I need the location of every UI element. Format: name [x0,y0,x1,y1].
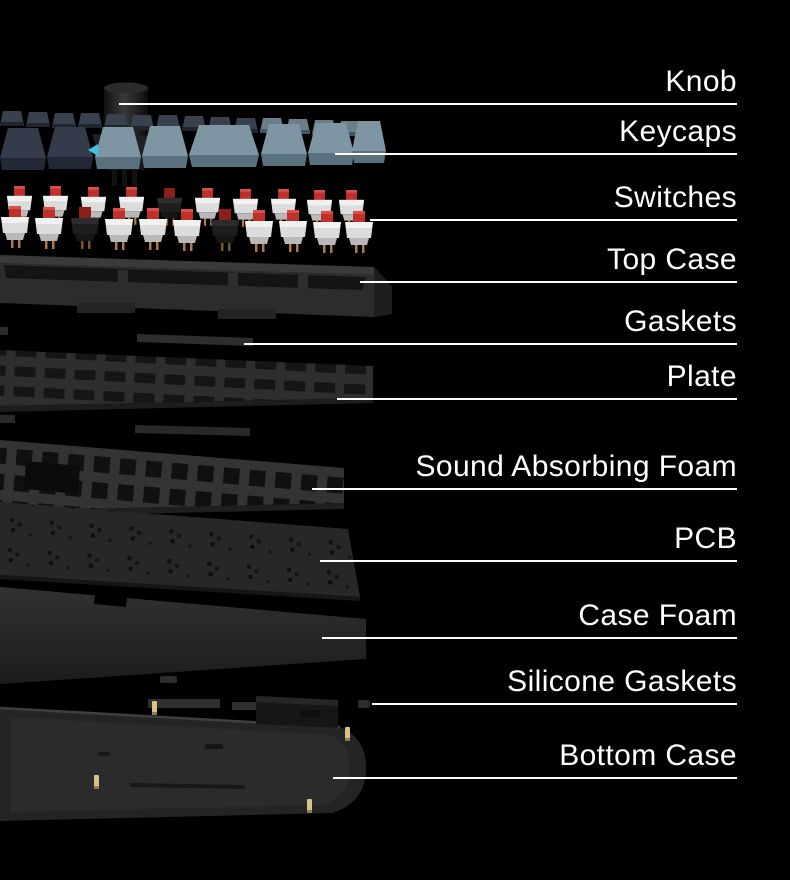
label-plate: Plate [666,360,737,393]
pcb-part [0,502,360,601]
top-case-part [0,255,392,319]
gold-pin [345,727,350,741]
case-foam-part [0,587,366,684]
label-knob: Knob [665,65,737,98]
leader-line-keycaps [335,153,737,155]
sound-absorbing-foam-part [0,440,344,517]
keycaps-part [0,111,386,170]
label-bottom-case: Bottom Case [559,739,737,772]
leader-line-case-foam [322,637,737,639]
plate-part [0,350,373,412]
leader-line-gaskets [244,343,737,345]
label-case-foam: Case Foam [578,599,737,632]
leader-line-sound-absorbing-foam [312,488,737,490]
gaskets-part [0,327,253,436]
gold-pin [152,701,157,715]
leader-line-silicone-gaskets [372,703,737,705]
bottom-case-part [0,696,367,821]
leader-line-switches [370,219,737,221]
leader-line-knob [119,103,737,105]
label-switches: Switches [613,181,737,214]
label-sound-absorbing-foam: Sound Absorbing Foam [415,450,737,483]
gold-pin [94,775,99,789]
label-top-case: Top Case [607,243,737,276]
silicone-gaskets-part [160,676,370,708]
label-pcb: PCB [674,522,737,555]
leader-line-bottom-case [333,777,737,779]
gold-pin [307,799,312,813]
leader-line-top-case [360,281,737,283]
label-gaskets: Gaskets [624,305,737,338]
leader-line-pcb [320,560,737,562]
label-silicone-gaskets: Silicone Gaskets [507,665,737,698]
label-keycaps: Keycaps [619,115,737,148]
leader-line-plate [337,398,737,400]
switches-part [1,186,373,253]
